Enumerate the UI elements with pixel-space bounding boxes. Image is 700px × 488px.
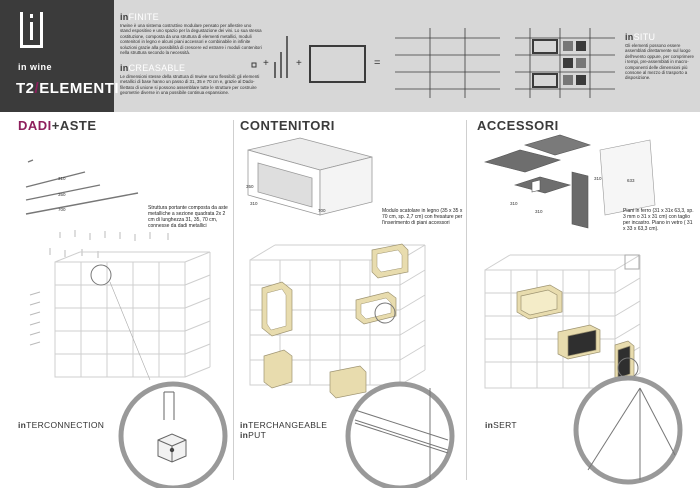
header-band <box>0 0 700 112</box>
dadi-aste-description: Struttura portante composta da aste meta… <box>148 205 228 229</box>
equation-equals: = <box>374 57 381 69</box>
equation-diagram <box>251 28 615 98</box>
contenitori-title: CONTENITORI <box>240 118 335 133</box>
dadi-aste-title: DADI+ASTE <box>18 118 97 133</box>
page-title: T2/ELEMENTI <box>16 80 120 97</box>
rod-dim-700: 700 <box>58 207 66 212</box>
logo-mark-icon <box>20 12 43 48</box>
box-dim-350: 350 <box>246 184 254 189</box>
rod-dim-350: 350 <box>58 192 66 197</box>
creasable-heading: inCREASABLE <box>120 63 186 73</box>
interconnection-label: inTERCONNECTION <box>18 420 105 430</box>
glass-dim-310: 310 <box>594 176 602 181</box>
finite-heading: inFINITE <box>120 12 159 22</box>
situ-heading: inSITU <box>625 32 656 42</box>
accessori-description: Piani in ferro (31 x 31x 63,3, sp. 3 mm … <box>623 208 694 232</box>
equation-plus-1: + <box>263 58 269 69</box>
logo-block: in wine T2/ELEMENTI <box>0 0 119 112</box>
accessori-title: ACCESSORI <box>477 118 559 133</box>
box-dim-700: 700 <box>318 208 326 213</box>
column-divider-2 <box>466 120 467 480</box>
finite-text: Inwine è una sistema costruttivo modular… <box>120 23 262 56</box>
box-dim-310: 310 <box>250 201 258 206</box>
insert-label: inSERT <box>485 420 517 430</box>
glass-dim-633: 633 <box>627 178 635 183</box>
plate-dim-310-a: 310 <box>510 201 518 206</box>
creasable-text: Le dimensioni stesse della struttura di … <box>120 74 260 96</box>
contenitori-description: Modulo scatolare in legno (35 x 35 x 70 … <box>382 208 463 226</box>
column-divider-1 <box>233 120 234 480</box>
logo-name: in wine <box>18 62 53 72</box>
equation-plus-2: + <box>296 58 302 69</box>
situ-text: Gli elementi possono essere assemblati d… <box>625 43 694 81</box>
plate-dim-310-b: 310 <box>535 209 543 214</box>
rod-dim-310: 310 <box>58 176 66 181</box>
